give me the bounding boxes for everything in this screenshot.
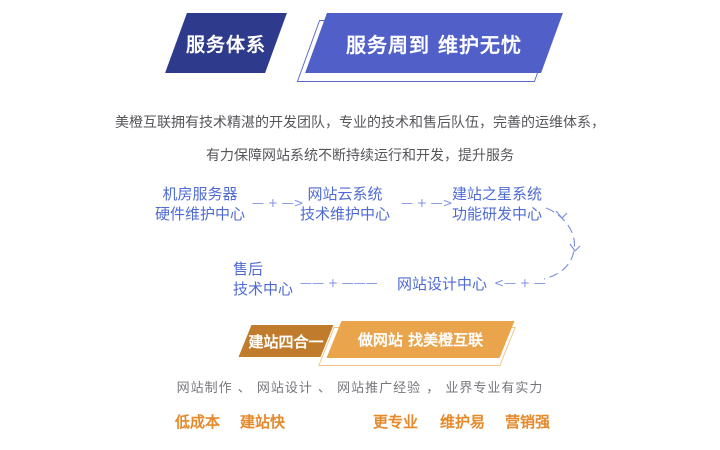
flow-node-line: 技术维护中心 (299, 205, 390, 223)
keyword-strong-marketing: 营销强 (505, 413, 551, 431)
service-headline-banner: 服务周到 维护无忧 (305, 13, 563, 73)
flow-node-web-design: 网站设计中心 (397, 275, 488, 293)
flow-node-sitebuilder-rnd: 建站之星系统 功能研发中心 (442, 184, 552, 224)
keyword-easy-maintenance: 维护易 (440, 413, 486, 431)
promo-subline: 网站制作 、 网站设计 、 网站推广经验 ， 业界专业有实力 (176, 381, 544, 396)
flow-node-hardware-maintenance: 机房服务器 硬件维护中心 (145, 184, 255, 224)
flow-node-line: 建站之星系统 (451, 185, 542, 203)
flow-arrow-4: <— + — (494, 276, 546, 290)
keyword-more-professional: 更专业 (373, 413, 419, 431)
promo-headline-label: 做网站 找美橙互联 (357, 331, 484, 349)
intro-line-2: 有力保障网站系统不断持续运行和开发，提升服务 (206, 148, 514, 164)
keyword-low-cost: 低成本 (175, 413, 221, 431)
promo-keywords: 低成本 建站快 更专业 维护易 营销强 (0, 411, 720, 433)
service-headline-label: 服务周到 维护无忧 (346, 32, 522, 57)
keyword-fast-build: 建站快 (240, 413, 286, 431)
flow-node-line: 技术中心 (233, 280, 294, 298)
flow-node-line: 机房服务器 (162, 185, 238, 203)
flow-curved-arrow-icon (543, 207, 581, 280)
promo-headline-banner: 做网站 找美橙互联 (326, 321, 515, 358)
intro-line-1: 美橙互联拥有技术精湛的开发团队，专业的技术和售后队伍，完善的运维体系， (115, 115, 605, 131)
flow-node-line: 网站云系统 (307, 185, 383, 203)
flow-node-aftersales-tech: 售后 技术中心 (233, 259, 323, 299)
service-tag-label: 服务体系 (185, 33, 266, 56)
flow-arrow-1: — + —> (252, 196, 304, 210)
service-tag-banner: 服务体系 (165, 13, 287, 73)
flow-node-line: 硬件维护中心 (154, 205, 245, 223)
flow-arrow-2: — + —> (401, 196, 453, 210)
flow-arrow-3: —— + ——— (300, 276, 378, 290)
promo-tag-banner: 建站四合一 (238, 325, 334, 357)
flow-node-line: 售后 (233, 260, 264, 278)
promo-tag-label: 建站四合一 (248, 332, 324, 351)
flow-node-cloud-maintenance: 网站云系统 技术维护中心 (290, 184, 400, 224)
flow-node-line: 功能研发中心 (451, 205, 542, 223)
